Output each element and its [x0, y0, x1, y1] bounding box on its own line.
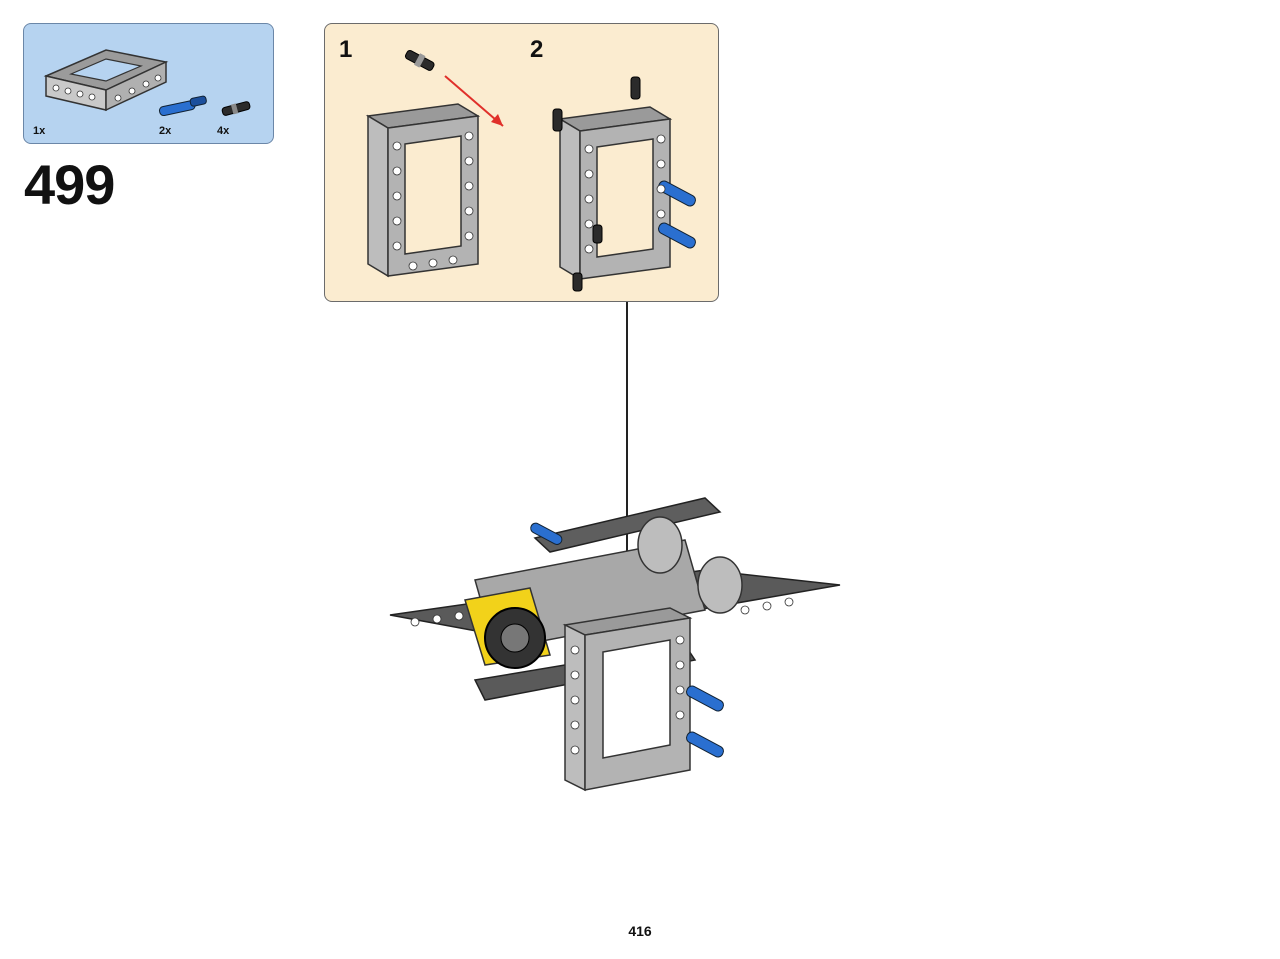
parts-list-box: 1x 2x 4x — [23, 23, 274, 144]
main-assembly-illustration — [389, 497, 841, 792]
substep-callout-box: 1 2 — [324, 23, 719, 302]
substep-label: 1 — [339, 36, 353, 63]
quantity-label: 2x — [159, 125, 172, 137]
page-number: 416 — [628, 923, 652, 939]
quantity-label: 1x — [33, 125, 46, 137]
blue-axle-pin-icon — [658, 180, 696, 249]
step-number: 499 — [24, 153, 115, 216]
substep-2-illustration — [552, 76, 696, 292]
callout-pointer-line — [626, 302, 628, 574]
substep-label: 2 — [530, 36, 544, 63]
friction-pin-icon — [404, 49, 435, 71]
blue-axle-pin-icon — [158, 95, 207, 117]
frame-part-icon — [43, 49, 169, 112]
black-friction-pin-icon — [221, 101, 251, 116]
blue-axle-pin-icon — [530, 522, 724, 758]
substep-1-illustration — [365, 49, 504, 278]
quantity-label: 4x — [217, 125, 230, 137]
